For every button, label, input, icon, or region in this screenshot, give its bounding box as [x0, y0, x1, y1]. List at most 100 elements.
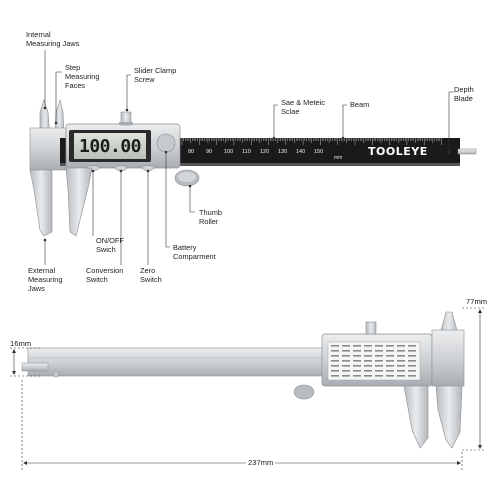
thumb-roller-face — [178, 172, 196, 182]
dimension-arrows — [12, 309, 482, 465]
spec-text-line — [331, 375, 339, 377]
spec-text-line — [353, 345, 361, 347]
spec-text-line — [364, 360, 372, 362]
spec-text-line — [342, 350, 350, 352]
label-depth-blade: Depth Blade — [454, 85, 474, 103]
dim-height-label: 77mm — [466, 297, 488, 306]
spec-text-line — [342, 355, 350, 357]
beam-unit-mark: mm — [334, 155, 343, 161]
spec-text-line — [386, 365, 394, 367]
spec-text-line — [386, 370, 394, 372]
label-thumb-roller: Thumb Roller — [199, 208, 223, 226]
spec-text-line — [342, 360, 350, 362]
spec-text-line — [353, 355, 361, 357]
back-beam-rivet — [52, 370, 60, 378]
scale-number: 130 — [278, 149, 288, 155]
spec-text-line — [342, 345, 350, 347]
leader-battery — [165, 152, 170, 248]
battery-compartment — [156, 133, 176, 153]
spec-text-line — [397, 350, 405, 352]
spec-text-line — [375, 355, 383, 357]
leader-scale — [273, 104, 278, 138]
spec-text-line — [397, 355, 405, 357]
spec-text-line — [331, 350, 339, 352]
label-internal-jaws: Internal Measuring Jaws — [26, 30, 80, 48]
spec-text-line — [408, 355, 416, 357]
scale-number: 80 — [188, 149, 195, 155]
spec-text-line — [353, 370, 361, 372]
scale-number: 120 — [260, 149, 270, 155]
clamp-screw-base — [119, 122, 133, 125]
spec-text-line — [408, 345, 416, 347]
depth-blade — [457, 148, 477, 155]
spec-text-line — [364, 365, 372, 367]
spec-text-line — [342, 370, 350, 372]
scale-number: 110 — [242, 149, 251, 155]
spec-text-line — [397, 370, 405, 372]
spec-text-line — [331, 365, 339, 367]
back-fixed-jaw-head — [431, 329, 465, 387]
spec-text-line — [353, 375, 361, 377]
leader-depth-blade — [448, 91, 454, 152]
spec-text-line — [331, 345, 339, 347]
scale-number: 140 — [296, 149, 306, 155]
spec-text-line — [408, 375, 416, 377]
spec-text-line — [408, 350, 416, 352]
callout-lines — [44, 50, 454, 265]
spec-label — [327, 341, 421, 381]
spec-text-line — [408, 360, 416, 362]
spec-text-line — [408, 365, 416, 367]
spec-text-line — [375, 350, 383, 352]
back-depth-blade — [21, 362, 49, 372]
leader-thumb-roller — [189, 186, 195, 213]
leader-clamp-screw — [126, 74, 131, 110]
back-external-jaw-sliding — [403, 385, 429, 449]
spec-text-line — [386, 360, 394, 362]
spec-text-line — [375, 365, 383, 367]
spec-text-line — [353, 365, 361, 367]
bottom-caliper — [21, 311, 465, 449]
external-jaw-sliding — [65, 167, 93, 237]
spec-text-line — [375, 345, 383, 347]
spec-text-line — [386, 345, 394, 347]
spec-text-line — [397, 375, 405, 377]
spec-text-line — [375, 370, 383, 372]
spec-text-line — [364, 370, 372, 372]
spec-text-line — [386, 375, 394, 377]
scale-number: 150 — [314, 149, 324, 155]
spec-text-line — [408, 370, 416, 372]
beam-edge — [60, 163, 460, 166]
spec-text-line — [331, 360, 339, 362]
dim-width-label: 237mm — [246, 458, 276, 467]
callout-dots — [43, 106, 451, 242]
scale-number: 100 — [224, 149, 234, 155]
back-clamp-screw — [365, 321, 377, 335]
label-beam: Beam — [350, 100, 370, 109]
leader-step-faces — [55, 71, 62, 123]
spec-text-line — [397, 365, 405, 367]
beam-scale-ticks — [181, 138, 442, 145]
leader-beam — [342, 104, 347, 138]
back-thumb-roller — [293, 384, 315, 400]
spec-text-line — [375, 375, 383, 377]
brand-logo-text: TOOLEYE — [368, 145, 428, 158]
spec-text-line — [386, 350, 394, 352]
spec-text-line — [364, 355, 372, 357]
spec-text-line — [397, 345, 405, 347]
label-step-faces: Step Measuring Faces — [65, 63, 100, 90]
spec-text-line — [375, 360, 383, 362]
label-onoff: ON/OFF Swich — [96, 236, 124, 254]
label-sae-scale: Sae & Meteic Sclae — [281, 98, 325, 116]
top-caliper — [29, 98, 477, 237]
spec-text-line — [342, 365, 350, 367]
label-slider-clamp: Slider Clamp Screw — [134, 66, 177, 84]
spec-text-line — [331, 355, 339, 357]
lcd-screen — [74, 133, 146, 159]
spec-text-line — [353, 350, 361, 352]
spec-text-line — [364, 350, 372, 352]
spec-label-rows — [331, 345, 416, 377]
external-jaw-fixed — [29, 169, 53, 237]
lcd-reading: 100.00 — [78, 136, 142, 157]
